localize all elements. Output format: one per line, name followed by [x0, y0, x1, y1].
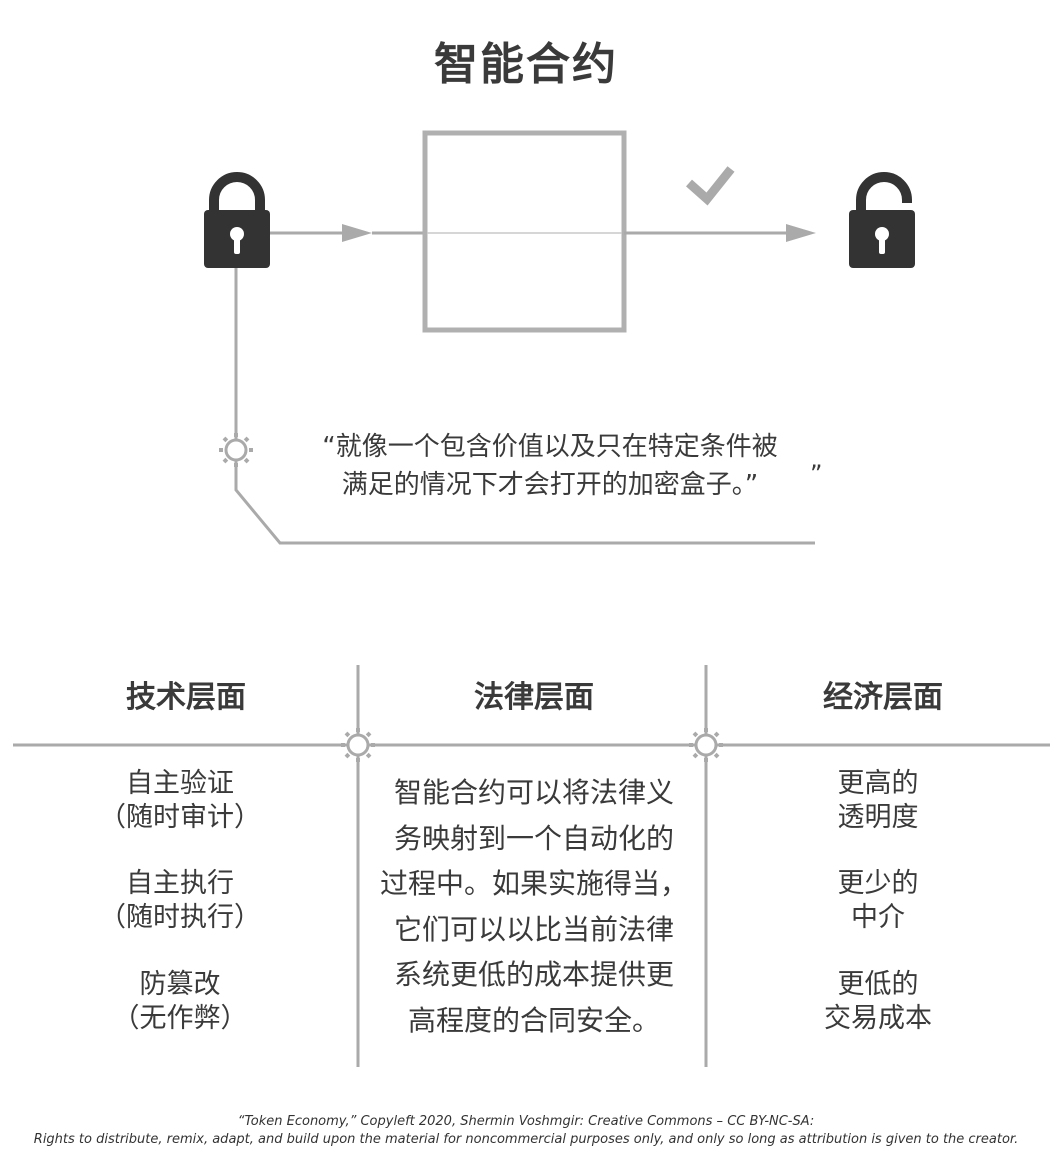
gear-icon	[341, 728, 375, 762]
list-item: 更高的 透明度	[730, 767, 1026, 835]
gear-icon	[219, 433, 253, 467]
column-heading-legal: 法律层面	[474, 680, 594, 715]
list-item-line: 透明度	[837, 802, 919, 833]
list-item-line: 更高的	[837, 768, 919, 799]
contract-box	[422, 130, 627, 333]
paragraph-line: 它们可以以比当前法律	[393, 912, 674, 946]
footer-line-2: Rights to distribute, remix, adapt, and …	[33, 1132, 1019, 1147]
list-item-line: （无作弊）	[112, 1003, 248, 1034]
paragraph-line: 智能合约可以将法律义	[393, 776, 674, 809]
list-item: 自主执行 （随时执行）	[30, 867, 330, 935]
list-item-line: 交易成本	[824, 1003, 932, 1034]
list-item-line: 自主验证	[126, 768, 234, 799]
list-item-line: 防篡改	[139, 969, 221, 1000]
quote-stray-mark: ”	[810, 460, 823, 488]
list-item: 更低的 交易成本	[730, 968, 1026, 1036]
paragraph-line: 务映射到一个自动化的	[393, 821, 674, 855]
list-item-line: （随时审计）	[99, 802, 261, 833]
checkmark-icon	[686, 166, 735, 206]
column-heading-technical: 技术层面	[126, 680, 246, 715]
arrow-head-right	[786, 224, 816, 242]
paragraph-line: 高程度的合同安全。	[407, 1003, 660, 1037]
quote-line-2: 满足的情况下才会打开的加密盒子。”	[341, 470, 759, 500]
connector-line	[234, 268, 815, 545]
footer-credit: “Token Economy,” Copyleft 2020, Shermin …	[0, 1113, 1052, 1149]
list-item: 更少的 中介	[730, 867, 1026, 935]
list-item: 防篡改 （无作弊）	[30, 968, 330, 1036]
list-item-line: （随时执行）	[99, 902, 261, 933]
list-item-line: 更少的	[837, 868, 919, 899]
legal-description: 智能合约可以将法律义 务映射到一个自动化的 过程中。如果实施得当， 它们可以以比…	[376, 770, 692, 1043]
list-item-line: 中介	[851, 902, 905, 933]
list-item: 自主验证 （随时审计）	[30, 767, 330, 835]
columns-grid	[13, 665, 1050, 1067]
smart-contract-diagram	[204, 130, 915, 545]
quote-line-1: “就像一个包含价值以及只在特定条件被	[322, 432, 778, 462]
padlock-closed-icon	[204, 172, 270, 268]
list-item-line: 更低的	[837, 969, 919, 1000]
page-title: 智能合约	[434, 39, 618, 90]
list-item-line: 自主执行	[126, 868, 234, 899]
gear-icon	[689, 728, 723, 762]
column-heading-economic: 经济层面	[823, 680, 943, 715]
footer-line-1: “Token Economy,” Copyleft 2020, Shermin …	[237, 1114, 815, 1129]
paragraph-line: 过程中。如果实施得当，	[379, 867, 688, 900]
paragraph-line: 系统更低的成本提供更	[393, 958, 674, 991]
arrow-head-left	[342, 224, 372, 242]
padlock-open-icon	[849, 172, 915, 268]
